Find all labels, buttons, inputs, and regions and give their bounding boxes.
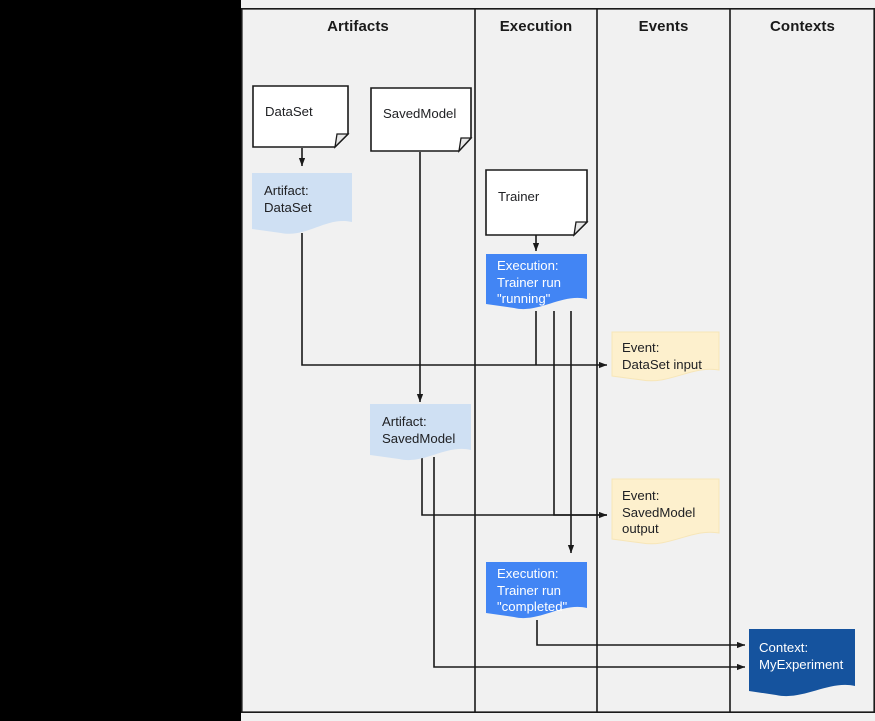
note-shapes (252, 173, 855, 697)
edge-running-to-eventoutput (553, 311, 608, 519)
column-header-events: Events (638, 18, 689, 35)
event-savedmodel-output-shape (611, 478, 720, 545)
event-dataset-input-shape (611, 331, 720, 382)
artifact-savedmodel-shape (370, 404, 471, 461)
column-header-execution: Execution (499, 18, 573, 35)
execution-running-shape (486, 254, 587, 310)
edge-artifactsaved-to-eventoutput (421, 457, 607, 516)
doc-dataset-shape (252, 85, 349, 148)
swimlane-borders (241, 8, 875, 714)
diagram-graphics (241, 8, 875, 714)
connectors (298, 148, 746, 671)
doc-trainer-fold-icon (573, 221, 589, 237)
doc-savedmodel-fold-icon (458, 137, 473, 154)
document-shapes (252, 85, 589, 237)
edge-artifactsaved-to-context (433, 457, 746, 671)
column-header-artifacts: Artifacts (327, 18, 389, 35)
column-header-contexts: Contexts (770, 18, 835, 35)
execution-completed-shape (486, 562, 587, 619)
context-myexperiment-shape (749, 629, 855, 697)
diagram-canvas: Artifacts Execution Events Contexts Data… (241, 0, 875, 721)
doc-trainer-shape (485, 169, 588, 236)
artifact-dataset-shape (252, 173, 352, 234)
doc-savedmodel-shape (370, 87, 472, 152)
edge-completed-to-context (536, 620, 746, 649)
swimlane-dividers (241, 8, 875, 713)
edge-artifactdataset-to-eventinput (301, 233, 608, 369)
doc-dataset-fold-icon (334, 133, 350, 149)
